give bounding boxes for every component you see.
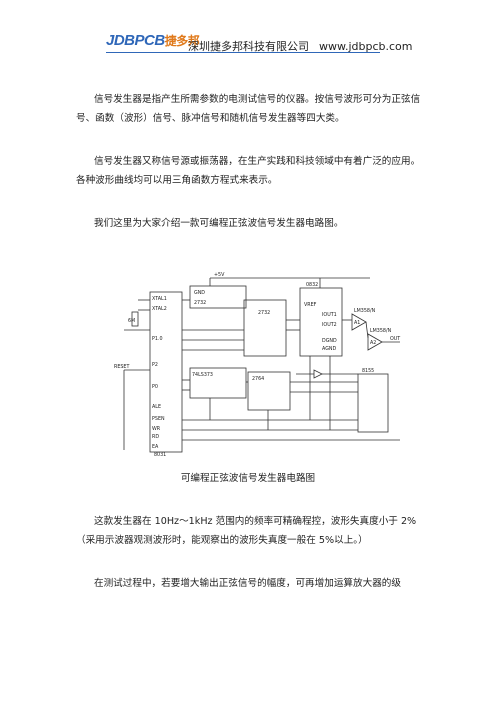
paragraph-4: 这款发生器在 10Hz～1kHz 范围内的频率可精确程控，波形失真度小于 2%（… <box>76 516 417 546</box>
label-u2b: 2732 <box>258 310 270 316</box>
label-xtal2: XTAL2 <box>152 306 167 312</box>
label-u5: 2764 <box>252 376 264 382</box>
company-logo: JDBPCB捷多邦 <box>106 32 200 50</box>
label-u4: 74LS373 <box>192 372 213 378</box>
company-name: 深圳捷多邦科技有限公司 <box>188 40 309 53</box>
label-gnd: GND <box>194 290 205 296</box>
circuit-diagram: +5V XTAL1 XTAL2 6M P1.0 P2 P0 ALE PSEN W… <box>114 272 400 458</box>
paragraph-2: 信号发生器又称信号源或振荡器，在生产实践和科技领域中有着广泛的应用。各种波形曲线… <box>76 156 421 186</box>
label-ale: ALE <box>152 404 161 410</box>
label-opamp1: LM358/N <box>354 308 376 314</box>
header-text: 深圳捷多邦科技有限公司 www.jdbpcb.com <box>188 38 413 54</box>
label-dgnd: DGND <box>322 338 337 344</box>
paragraph-5: 在测试过程中，若要增大输出正弦信号的幅度，可再增加运算放大器的级 <box>94 578 401 589</box>
paragraph-1: 信号发生器是指产生所需参数的电测试信号的仪器。按信号波形可分为正弦信号、函数（波… <box>76 94 421 124</box>
label-iout1: IOUT1 <box>322 312 337 318</box>
paragraph-3: 我们这里为大家介绍一款可编程正弦波信号发生器电路图。 <box>94 218 344 229</box>
company-url: www.jdbpcb.com <box>319 40 413 53</box>
label-vref: VREF <box>304 302 317 308</box>
label-ea: EA <box>152 444 159 450</box>
label-out: OUT <box>390 336 400 342</box>
label-u2: 2732 <box>194 300 206 306</box>
label-rd: RD <box>152 434 159 440</box>
label-p0: P0 <box>152 384 158 390</box>
label-xtal1: XTAL1 <box>152 296 167 302</box>
logo-cn: 捷多邦 <box>164 34 200 48</box>
label-vcc: +5V <box>214 272 225 278</box>
label-reset: RESET <box>114 364 129 370</box>
label-p2: P2 <box>152 362 158 368</box>
label-u1: 8031 <box>154 452 166 458</box>
label-u6: 8155 <box>362 368 374 374</box>
page-header: JDBPCB捷多邦 深圳捷多邦科技有限公司 www.jdbpcb.com <box>0 30 496 54</box>
label-u3: 0832 <box>306 282 318 288</box>
label-p1: P1.0 <box>152 336 163 342</box>
header-divider <box>106 52 380 53</box>
label-amp2: A2 <box>370 340 376 346</box>
logo-main: JDBPCB <box>106 32 165 49</box>
label-opamp2: LM358/N <box>370 328 392 334</box>
label-iout2: IOUT2 <box>322 322 337 328</box>
figure-caption: 可编程正弦波信号发生器电路图 <box>180 473 316 484</box>
label-psen: PSEN <box>152 416 165 422</box>
label-amp1: A1 <box>354 320 360 326</box>
label-wr: WR <box>152 426 161 432</box>
label-crystal: 6M <box>128 318 135 324</box>
label-agnd: AGND <box>322 346 337 352</box>
